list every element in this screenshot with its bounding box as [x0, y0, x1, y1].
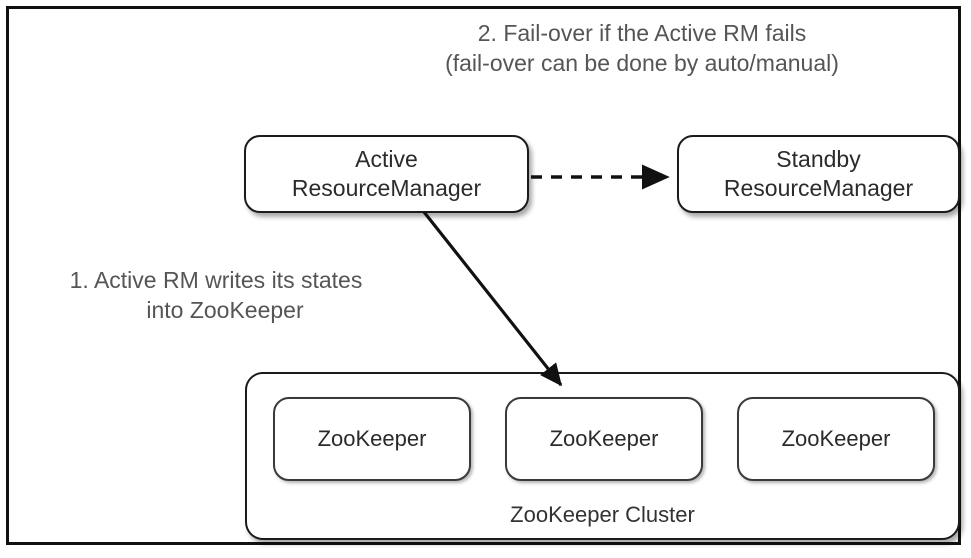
annotation-write-state-line2: into ZooKeeper: [146, 297, 304, 323]
annotation-failover-line1: 2. Fail-over if the Active RM fails: [477, 20, 807, 46]
node-standby-resourcemanager-line1: Standby: [776, 146, 861, 172]
annotation-failover: 2. Fail-over if the Active RM fails (fai…: [392, 18, 892, 78]
node-zookeeper-3[interactable]: ZooKeeper: [737, 397, 935, 481]
annotation-write-state: 1. Active RM writes its states into ZooK…: [16, 265, 416, 325]
node-zookeeper-2[interactable]: ZooKeeper: [505, 397, 703, 481]
node-standby-resourcemanager[interactable]: Standby ResourceManager: [677, 135, 960, 213]
node-zookeeper-2-label: ZooKeeper: [549, 426, 659, 451]
node-zookeeper-3-label: ZooKeeper: [781, 426, 891, 451]
node-active-resourcemanager-line2: ResourceManager: [291, 175, 482, 201]
node-standby-resourcemanager-line2: ResourceManager: [723, 175, 914, 201]
node-active-resourcemanager-line1: Active: [355, 146, 418, 172]
annotation-failover-line2: (fail-over can be done by auto/manual): [445, 50, 839, 76]
node-zookeeper-1-label: ZooKeeper: [317, 426, 427, 451]
zookeeper-cluster-label: ZooKeeper Cluster: [510, 502, 695, 527]
zookeeper-cluster-container[interactable]: ZooKeeper ZooKeeper ZooKeeper ZooKeeper …: [245, 372, 960, 540]
node-zookeeper-1[interactable]: ZooKeeper: [273, 397, 471, 481]
node-active-resourcemanager[interactable]: Active ResourceManager: [244, 135, 529, 213]
annotation-write-state-line1: 1. Active RM writes its states: [69, 267, 363, 293]
